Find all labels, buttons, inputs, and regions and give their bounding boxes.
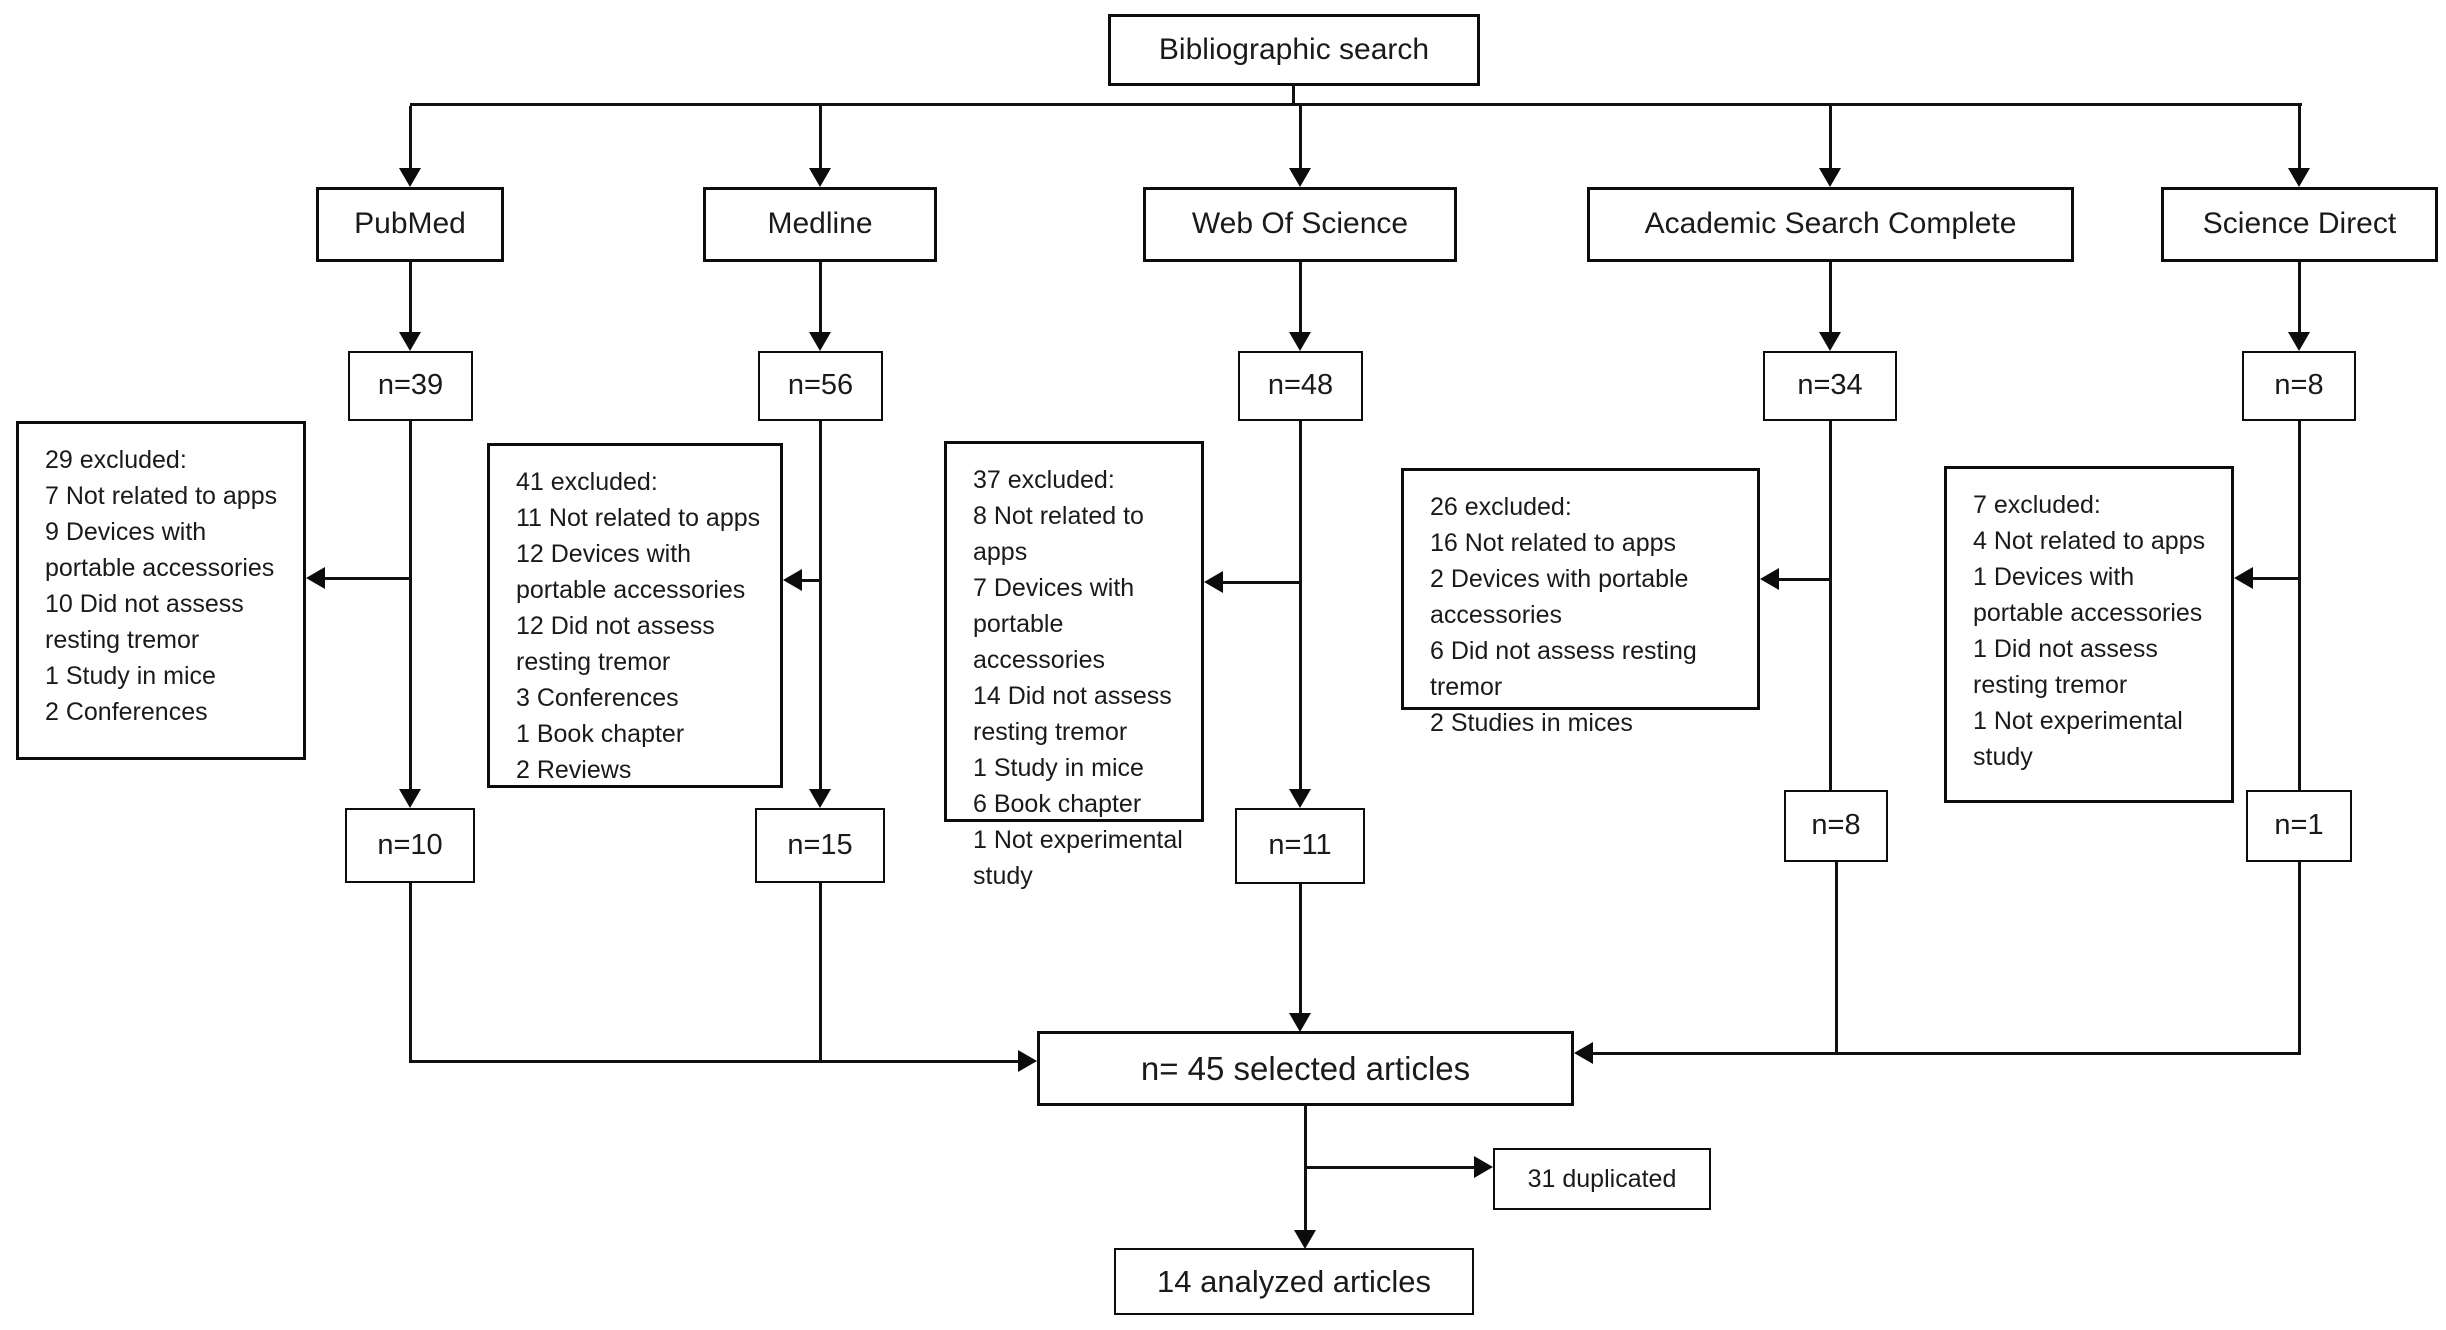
count-box-medline: n=56 <box>758 351 883 421</box>
arrowhead-left-icon <box>306 567 325 589</box>
connector-line <box>819 262 822 332</box>
connector-line <box>1299 106 1302 168</box>
connector-line <box>2298 862 2301 1055</box>
excluded-box-academic-search-complete: 26 excluded: 16 Not related to apps 2 De… <box>1401 468 1760 737</box>
connector-line <box>2298 421 2301 790</box>
arrowhead-down-icon <box>809 789 831 808</box>
arrowhead-right-icon <box>1474 1156 1493 1178</box>
connector-line <box>819 106 822 168</box>
connector-line <box>2298 106 2301 168</box>
connector-line <box>1835 862 1838 1055</box>
arrowhead-down-icon <box>1289 168 1311 187</box>
arrowhead-down-icon <box>1289 1013 1311 1032</box>
count-box-science-direct: n=8 <box>2242 351 2356 421</box>
arrowhead-down-icon <box>809 168 831 187</box>
remaining-box-medline: n=15 <box>755 808 885 883</box>
connector-line <box>1222 581 1300 584</box>
bibliographic-search-box: Bibliographic search <box>1108 14 1480 86</box>
remaining-box-pubmed: n=10 <box>345 808 475 883</box>
arrowhead-down-icon <box>1289 332 1311 351</box>
connector-line <box>2252 577 2299 580</box>
count-box-academic-search-complete: n=34 <box>1763 351 1897 421</box>
connector-line <box>1304 1106 1307 1232</box>
arrowhead-down-icon <box>809 332 831 351</box>
count-box-web-of-science: n=48 <box>1238 351 1363 421</box>
connector-line <box>1829 421 1832 790</box>
analyzed-articles-box: 14 analyzed articles <box>1114 1248 1474 1315</box>
remaining-box-academic-search-complete: n=8 <box>1784 790 1888 862</box>
connector-line <box>1304 1166 1476 1169</box>
connector-line <box>819 883 822 1063</box>
connector-line <box>409 421 412 791</box>
excluded-box-medline: 41 excluded: 11 Not related to apps 12 D… <box>487 443 783 788</box>
arrowhead-left-icon <box>1204 571 1223 593</box>
remaining-box-science-direct: n=1 <box>2246 790 2352 862</box>
connector-line <box>409 883 412 1063</box>
connector-line <box>1829 106 1832 168</box>
excluded-box-web-of-science: 37 excluded: 8 Not related to apps 7 Dev… <box>944 441 1204 890</box>
connector-line <box>1299 421 1302 791</box>
arrowhead-down-icon <box>399 332 421 351</box>
connector-line <box>1299 262 1302 332</box>
excluded-box-science-direct: 7 excluded: 4 Not related to apps 1 Devi… <box>1944 466 2234 803</box>
arrowhead-left-icon <box>1760 568 1779 590</box>
excluded-box-pubmed: 29 excluded: 7 Not related to apps 9 Dev… <box>16 421 306 760</box>
connector-line <box>1778 578 1830 581</box>
arrowhead-down-icon <box>399 168 421 187</box>
source-box-science-direct: Science Direct <box>2161 187 2438 262</box>
arrowhead-down-icon <box>1819 332 1841 351</box>
connector-line <box>1299 884 1302 1014</box>
connector-line <box>409 262 412 332</box>
arrowhead-right-icon <box>1018 1050 1037 1072</box>
source-box-web-of-science: Web Of Science <box>1143 187 1457 262</box>
selected-articles-box: n= 45 selected articles <box>1037 1031 1574 1106</box>
connector-line <box>819 421 822 791</box>
remaining-box-web-of-science: n=11 <box>1235 808 1365 884</box>
source-box-medline: Medline <box>703 187 937 262</box>
connector-line <box>1593 1052 2301 1055</box>
arrowhead-down-icon <box>2288 168 2310 187</box>
source-box-academic-search-complete: Academic Search Complete <box>1587 187 2074 262</box>
connector-line <box>1829 262 1832 332</box>
arrowhead-left-icon <box>783 569 802 591</box>
connector-line <box>2298 262 2301 332</box>
arrowhead-down-icon <box>1289 789 1311 808</box>
source-box-pubmed: PubMed <box>316 187 504 262</box>
arrowhead-down-icon <box>1294 1230 1316 1249</box>
connector-line <box>409 1060 1021 1063</box>
arrowhead-down-icon <box>2288 332 2310 351</box>
connector-line <box>324 577 410 580</box>
connector-line <box>409 106 412 168</box>
connector-line <box>1292 84 1295 103</box>
count-box-pubmed: n=39 <box>348 351 473 421</box>
arrowhead-down-icon <box>399 789 421 808</box>
connector-line <box>801 579 820 582</box>
arrowhead-down-icon <box>1819 168 1841 187</box>
arrowhead-left-icon <box>2234 567 2253 589</box>
connector-line <box>410 103 2302 106</box>
arrowhead-left-icon <box>1574 1042 1593 1064</box>
duplicated-box: 31 duplicated <box>1493 1148 1711 1210</box>
